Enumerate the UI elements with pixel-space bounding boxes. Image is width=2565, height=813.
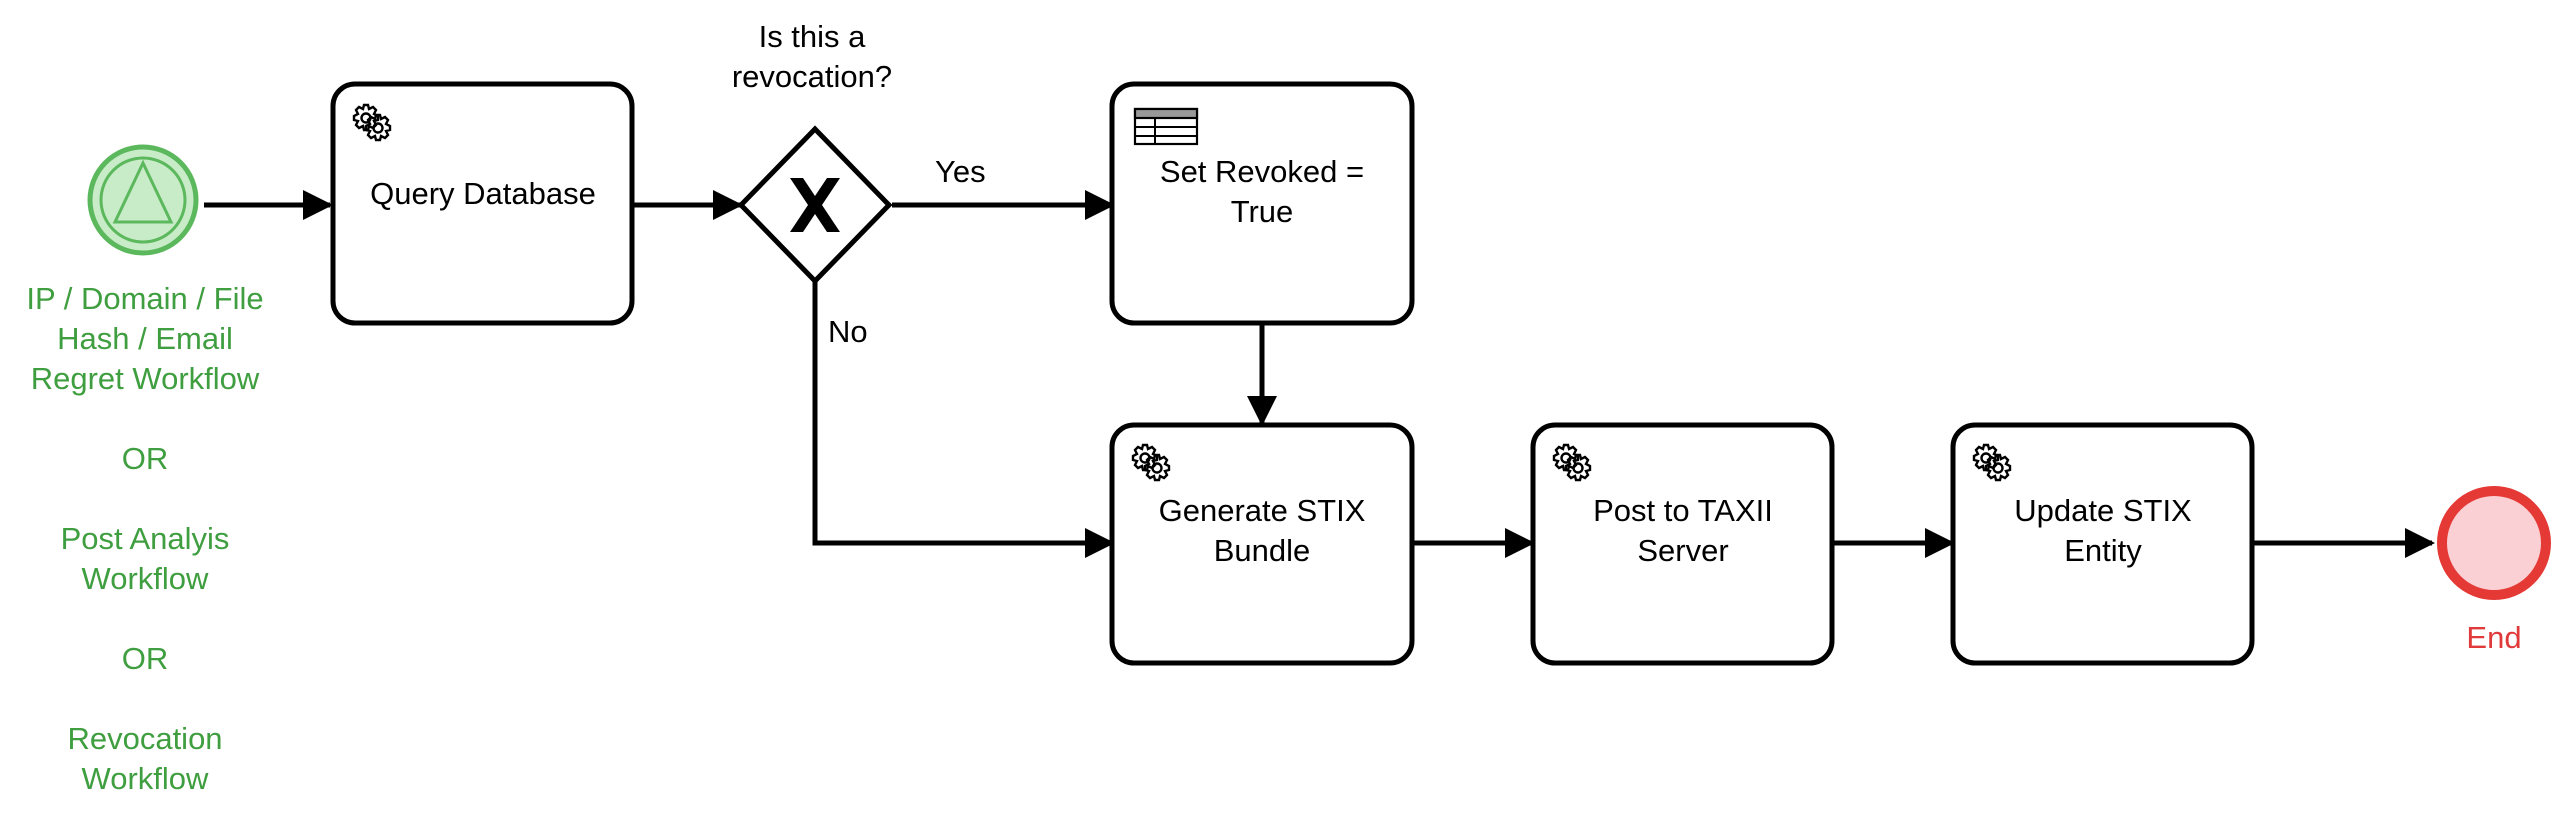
gear-icon [1552,443,1592,482]
task-label: Query Database [370,176,596,211]
label-line: IP / Domain / File [26,281,263,316]
label-line: Query Database [370,176,596,211]
label-line: Bundle [1214,533,1311,568]
label-line: Post Analyis [61,521,230,556]
label-line: Hash / Email [57,321,233,356]
task-box [1530,422,1835,666]
gateway-yes-label: Yes [935,154,986,189]
label-line: Workflow [82,561,210,596]
label-line: Set Revoked = [1160,154,1364,189]
label-line: Generate STIX [1159,493,1366,528]
label-line: Server [1637,533,1728,568]
label-line: Regret Workflow [31,361,260,396]
task-label: Set Revoked = True [1160,154,1364,229]
start-event-outer-ring [87,144,199,256]
label-line: Post to TAXII [1593,493,1773,528]
task-label: Post to TAXII Server [1593,493,1773,568]
task-generate-stix-bundle[interactable]: Generate STIX Bundle [1109,422,1415,666]
task-set-revoked[interactable]: Set Revoked = True [1109,81,1415,326]
start-event-inner-ring [99,156,187,244]
gear-icon [1972,443,2012,482]
label-line: Entity [2064,533,2142,568]
label-line [141,481,150,516]
table-icon [1133,107,1199,146]
task-post-to-taxii[interactable]: Post to TAXII Server [1530,422,1835,666]
end-event-circle [2437,486,2551,600]
label-line: Update STIX [2014,493,2192,528]
gateway-no-label: No [828,314,868,349]
label-line: Is this a [759,19,867,54]
task-query-database[interactable]: Query Database [330,81,635,326]
label-line: Workflow [82,761,210,796]
end-event-label: End [2466,620,2521,655]
gear-icon [352,103,392,142]
label-line [141,401,150,436]
task-box [1109,422,1415,666]
task-label: Update STIX Entity [2014,493,2192,568]
task-box [330,81,635,326]
label-line: Revocation [67,721,222,756]
flow-gateway-no [812,281,1115,558]
label-line: revocation? [732,59,892,94]
x-exclusive-icon [790,178,840,232]
start-event[interactable] [87,144,199,256]
label-line: OR [122,641,169,676]
task-box [1950,422,2255,666]
task-label: Generate STIX Bundle [1159,493,1366,568]
gateway-question-label: Is this a revocation? [732,19,892,94]
exclusive-gateway[interactable] [737,125,893,285]
gear-icon [1131,443,1171,482]
label-line [141,601,150,636]
end-event[interactable] [2437,486,2551,600]
label-line: OR [122,441,169,476]
label-line [141,681,150,716]
task-update-stix-entity[interactable]: Update STIX Entity [1950,422,2255,666]
label-line: True [1231,194,1294,229]
triangle-signal-icon [112,159,174,224]
